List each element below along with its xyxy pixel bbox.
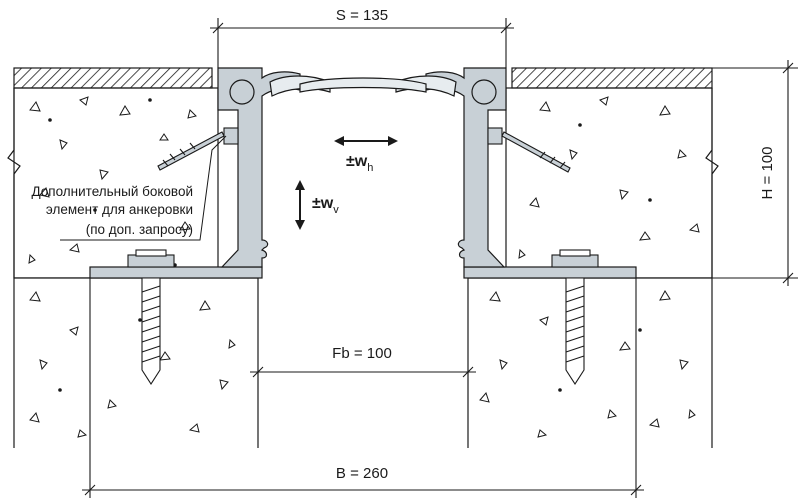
anchor-note: Дополнительный боковой элемент для анкер… — [31, 135, 227, 241]
dimension-h-label: H = 100 — [759, 147, 776, 200]
dimension-s — [210, 18, 514, 68]
break-line-left — [7, 88, 21, 448]
concrete-lower-right — [467, 277, 712, 448]
horizontal-movement-label: ±wh — [346, 153, 373, 174]
anchor-note-line-3: (по доп. запросу) — [86, 222, 193, 237]
dimension-fb — [250, 366, 476, 378]
vertical-movement-label: ±wv — [312, 195, 339, 216]
profile-left — [217, 67, 331, 268]
base-plate-left — [89, 266, 263, 279]
profile-right — [395, 67, 507, 268]
anchor-note-line-2: элемент для анкеровки — [46, 202, 193, 217]
concrete-lower-left — [14, 277, 259, 448]
vertical-movement-arrow — [295, 180, 305, 230]
concrete-upper-right — [505, 87, 713, 279]
concrete-upper-left — [13, 87, 219, 279]
rubber-seal — [299, 77, 427, 93]
base-plate-right — [463, 266, 637, 279]
dimension-b-label: B = 260 — [336, 465, 388, 482]
break-line-right — [705, 88, 719, 448]
lateral-anchor-right — [487, 127, 571, 173]
dimension-b — [82, 278, 644, 498]
concrete-aggregate — [28, 96, 700, 438]
anchor-note-leader — [60, 135, 227, 241]
anchor-note-line-1: Дополнительный боковой — [31, 184, 193, 199]
anchor-bolt-left — [127, 249, 175, 386]
dimension-fb-label: Fb = 100 — [332, 345, 392, 362]
dimension-s-label: S = 135 — [336, 7, 388, 24]
horizontal-movement-arrow — [334, 136, 398, 146]
surface-layer-right — [511, 67, 713, 89]
anchor-bolt-right — [551, 249, 599, 386]
dimension-h — [712, 60, 798, 286]
lateral-anchor-left — [157, 127, 239, 171]
surface-layer-left — [13, 67, 213, 89]
